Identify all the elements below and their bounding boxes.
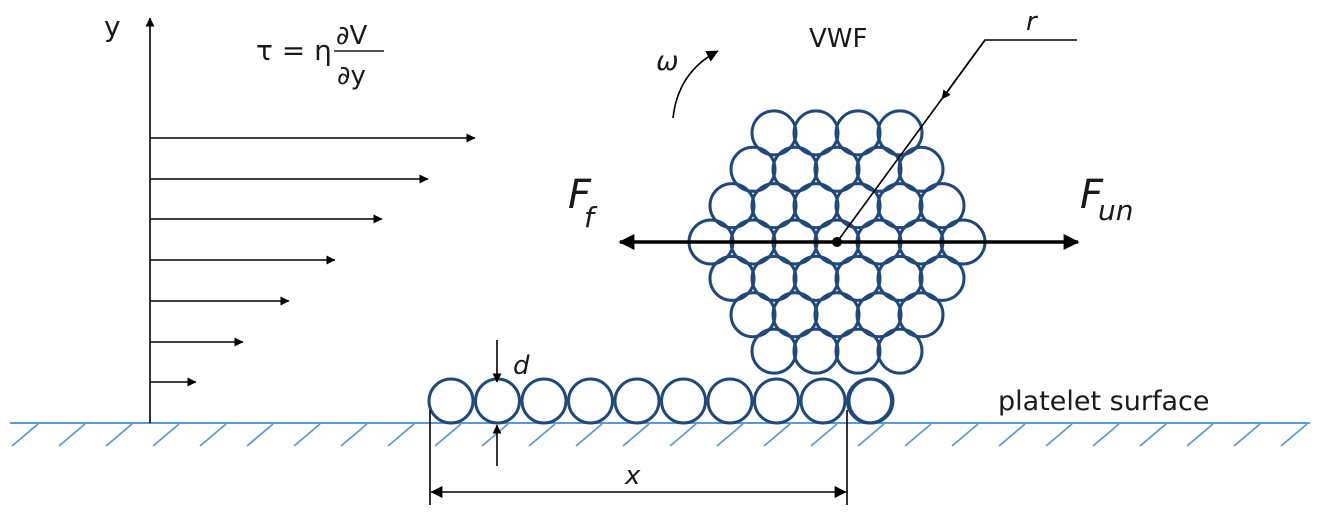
vwf-monomer bbox=[750, 327, 798, 375]
hatch-mark bbox=[1045, 423, 1073, 447]
vwf-monomer bbox=[771, 145, 819, 193]
friction-force-symbol: F bbox=[568, 172, 592, 218]
vwf-monomer bbox=[750, 182, 798, 230]
surface-label: platelet surface bbox=[998, 386, 1209, 417]
vwf-monomer bbox=[918, 254, 966, 302]
hatch-mark bbox=[716, 423, 744, 447]
vwf-monomer bbox=[855, 145, 903, 193]
hatch-mark bbox=[58, 423, 86, 447]
hatch-mark bbox=[1092, 423, 1120, 447]
radius-arrow bbox=[941, 39, 986, 100]
vwf-monomer bbox=[834, 182, 882, 230]
vwf-monomer bbox=[771, 291, 819, 339]
y-axis-label: y bbox=[104, 10, 121, 43]
hatch-mark bbox=[1139, 423, 1167, 447]
hatch-mark bbox=[11, 423, 39, 447]
hatch-mark bbox=[481, 423, 509, 447]
vwf-monomer bbox=[474, 377, 521, 425]
hatch-mark bbox=[293, 423, 321, 447]
hatch-mark bbox=[857, 423, 885, 447]
diameter-label: d bbox=[513, 351, 530, 381]
length-label: x bbox=[624, 461, 641, 491]
vwf-monomer bbox=[427, 377, 475, 425]
vwf-monomer bbox=[613, 377, 661, 425]
formula-lhs: τ = η bbox=[256, 34, 332, 67]
radius-label: r bbox=[1026, 7, 1039, 37]
hatch-mark bbox=[528, 423, 556, 447]
vwf-monomer bbox=[834, 327, 882, 375]
vwf-monomer bbox=[897, 145, 945, 193]
hatch-mark bbox=[105, 423, 133, 447]
platelet-surface bbox=[10, 422, 1310, 447]
hatch-mark bbox=[199, 423, 227, 447]
vwf-monomer bbox=[660, 377, 707, 425]
hatch-mark bbox=[387, 423, 415, 447]
unbinding-force-label: F un bbox=[1080, 172, 1134, 227]
vwf-monomer bbox=[708, 254, 756, 302]
vwf-monomer bbox=[876, 254, 924, 302]
vwf-monomer bbox=[729, 291, 777, 339]
omega-label: ω bbox=[656, 46, 679, 77]
unbinding-force-subscript: un bbox=[1098, 194, 1134, 227]
vwf-monomer bbox=[792, 182, 840, 230]
hatch-mark bbox=[904, 423, 932, 447]
vwf-monomer bbox=[855, 291, 903, 339]
vwf-monomer bbox=[897, 291, 945, 339]
radius-leader-line bbox=[836, 39, 1077, 243]
hatch-mark bbox=[1186, 423, 1214, 447]
vwf-monomer bbox=[799, 377, 847, 425]
hatch-mark bbox=[951, 423, 979, 447]
friction-force-subscript: f bbox=[584, 201, 598, 234]
hatch-mark bbox=[340, 423, 368, 447]
hatch-mark bbox=[1233, 423, 1261, 447]
vwf-monomer bbox=[792, 327, 840, 375]
vwf-label: VWF bbox=[809, 24, 867, 54]
velocity-profile bbox=[145, 17, 476, 423]
unbinding-force-symbol: F bbox=[1080, 172, 1104, 218]
vwf-monomer bbox=[918, 182, 966, 230]
hatch-mark bbox=[152, 423, 180, 447]
vwf-monomer bbox=[813, 145, 861, 193]
vwf-monomer bbox=[834, 109, 882, 157]
vwf-monomer bbox=[876, 182, 924, 230]
hatch-mark bbox=[622, 423, 650, 447]
vwf-monomer bbox=[876, 327, 924, 375]
vwf-monomer bbox=[520, 377, 568, 425]
hatch-mark bbox=[434, 423, 462, 447]
hatch-mark bbox=[669, 423, 697, 447]
rotation-arrow bbox=[672, 50, 719, 119]
hatch-mark bbox=[998, 423, 1026, 447]
vwf-monomer bbox=[750, 109, 798, 157]
shear-formula: τ = η ∂V ∂y bbox=[256, 21, 384, 91]
friction-force-label: F f bbox=[568, 172, 598, 234]
vwf-monomer bbox=[729, 145, 777, 193]
vwf-molecule bbox=[427, 109, 987, 425]
vwf-monomer bbox=[706, 377, 754, 425]
hatch-mark bbox=[810, 423, 838, 447]
hatch-mark bbox=[1280, 423, 1308, 447]
vwf-monomer bbox=[753, 377, 800, 425]
vwf-monomer bbox=[834, 254, 882, 302]
hatch-mark bbox=[246, 423, 274, 447]
vwf-monomer bbox=[708, 182, 756, 230]
formula-numerator: ∂V bbox=[336, 21, 367, 51]
vwf-monomer bbox=[847, 377, 895, 425]
hatch-mark bbox=[763, 423, 791, 447]
hatch-mark bbox=[575, 423, 603, 447]
vwf-monomer bbox=[567, 377, 614, 425]
vwf-monomer bbox=[792, 109, 840, 157]
surface-hatching bbox=[11, 423, 1308, 447]
vwf-monomer bbox=[792, 254, 840, 302]
vwf-monomer bbox=[750, 254, 798, 302]
formula-denominator: ∂y bbox=[337, 61, 366, 91]
vwf-monomer bbox=[813, 291, 861, 339]
